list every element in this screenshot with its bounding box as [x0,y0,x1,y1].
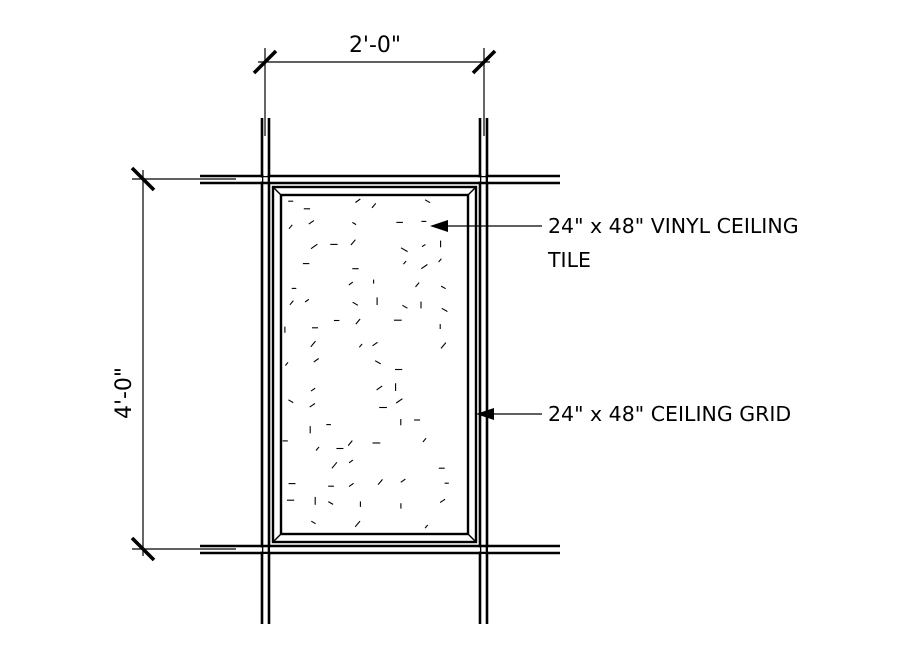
tile-texture-stroke [355,198,361,203]
tile-texture-stroke [420,264,428,270]
dimension-tick [130,536,156,562]
width-dimension [252,48,497,136]
arrowhead-icon [476,408,494,420]
grid-callout-label: 24" x 48" CEILING GRID [548,402,791,426]
tile-texture-stroke [354,520,361,528]
tile-texture-stroke [441,307,448,312]
dimension-tick [130,166,156,192]
tile-texture-hatch [282,198,449,529]
height-dimension-label: 4'-0" [112,367,137,419]
vinyl-ceiling-tile [271,185,478,544]
tile-texture-stroke [352,301,359,306]
tile-texture-stroke [328,501,334,505]
tile-texture-stroke [400,478,406,483]
tile-texture-stroke [352,221,357,226]
tile-texture-stroke [371,202,377,209]
tile-texture-stroke [415,282,420,288]
tile-texture-stroke [289,300,294,306]
tile-texture-stroke [376,385,383,391]
tile-texture-stroke [400,247,408,253]
tile-texture-stroke [438,258,442,263]
tile-texture-stroke [440,285,446,290]
tile-texture-stroke [372,341,378,347]
width-dimension-label: 2'-0" [349,33,401,58]
tile-texture-stroke [288,224,293,230]
arrowhead-icon [430,220,448,232]
tile-outer-edge [271,185,478,544]
tile-texture-stroke [347,440,353,446]
tile-texture-stroke [348,459,354,464]
tile-texture-stroke [284,361,289,366]
tile-texture-stroke [288,399,294,404]
tile-bevel-corner [467,533,477,543]
tile-texture-stroke [402,304,408,309]
tile-texture-stroke [304,298,310,303]
tile-texture-stroke [422,437,427,443]
tile-texture-stroke [439,498,446,504]
tile-texture-stroke [348,482,354,488]
tile-texture-stroke [440,342,447,349]
tile-texture-stroke [308,220,315,225]
tile-texture-stroke [310,340,316,348]
tile-texture-stroke [350,239,356,246]
tile-callout-leader [430,220,542,232]
tile-texture-stroke [331,461,338,469]
dimension-tick [252,49,278,75]
tile-texture-stroke [374,360,381,365]
tile-callout-line2: TILE [547,248,591,272]
tile-texture-stroke [402,260,407,265]
height-dimension [130,166,236,562]
tile-texture-stroke [311,520,316,525]
tile-texture-stroke [377,479,383,486]
tile-texture-stroke [421,243,426,248]
grid-callout-leader [476,408,542,420]
tile-texture-stroke [315,446,320,451]
tile-callout-line1: 24" x 48" VINYL CEILING [548,214,799,238]
tile-texture-stroke [424,524,429,529]
tile-texture-stroke [310,243,318,250]
tile-texture-stroke [309,402,316,408]
tile-bevel-corner [467,186,477,196]
tile-texture-stroke [355,318,361,325]
tile-texture-stroke [310,387,316,392]
tile-texture-stroke [424,199,431,204]
tile-texture-stroke [358,343,363,348]
tile-bevel-edge [279,193,470,536]
dimension-tick [471,49,497,75]
tile-bevel-corner [272,533,282,543]
tile-bevel-corner [272,186,282,196]
tile-texture-stroke [395,398,403,404]
ceiling-grid [200,118,560,624]
tile-texture-stroke [313,358,320,363]
tile-texture-stroke [348,281,354,286]
